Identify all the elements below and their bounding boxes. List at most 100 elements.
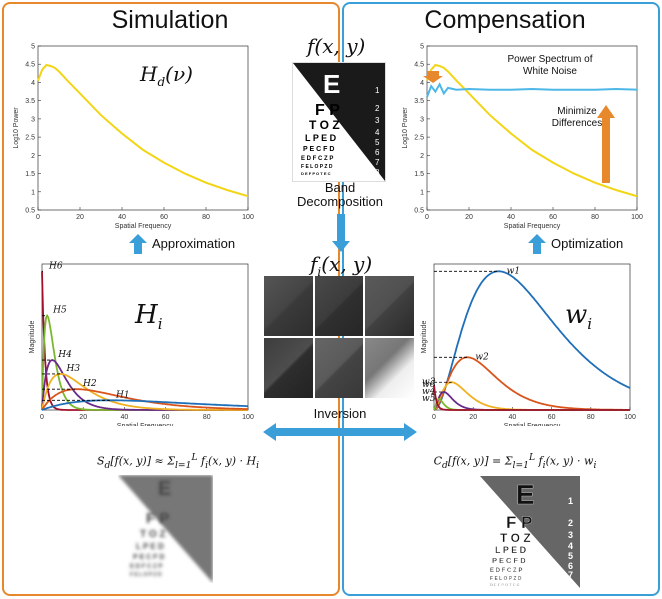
svg-text:P E C F D: P E C F D [492,556,526,565]
y-tick-label: 2.5 [414,135,424,142]
x-tick-label: 80 [591,214,599,221]
filter-curve-w2 [433,356,630,411]
svg-text:3: 3 [568,530,573,540]
svg-text:2: 2 [375,104,380,113]
series-line-1 [426,82,638,98]
wi-label: wi [565,300,593,334]
x-tick-label: 100 [624,414,636,421]
y-axis-label: Magnitude [29,321,36,354]
x-tick-label: 80 [587,414,595,421]
svg-text:E: E [516,479,535,510]
down-arrow-icon [332,214,350,252]
svg-text:F E L O P Z D: F E L O P Z D [301,164,333,170]
series-line-0 [426,63,638,198]
x-axis-label: Spatial Frequency [115,223,172,230]
svg-text:F P: F P [315,102,340,119]
minimize-label-2: Differences [551,118,603,129]
band-image-5 [314,338,364,398]
y-axis-label: Log10 Power [13,107,20,149]
series-label-w1: w1 [507,266,520,276]
orange-down-arrow-icon [423,71,443,83]
svg-text:P E C F D: P E C F D [303,146,334,153]
f-label: f(x, y) [307,34,366,58]
plot-frame [37,45,249,211]
x-tick-label: 40 [121,414,129,421]
filter-curve-w1 [433,270,631,411]
band-image-3 [365,276,414,336]
svg-text:D E F P O T E C: D E F P O T E C [301,171,331,176]
decomposition-label: Decomposition [297,194,383,209]
x-axis-label: Spatial Frequency [117,423,174,426]
power-spectrum-label-2: White Noise [523,66,577,77]
x-tick-label: 0 [432,414,436,421]
y-tick-label: 5 [420,44,424,51]
y-axis-label: Magnitude [421,321,428,354]
x-tick-label: 60 [162,414,170,421]
x-tick-label: 0 [425,214,429,221]
series-label-w3: w3 [422,377,436,387]
x-axis-label: Spatial Frequency [504,423,561,426]
compensation-title: Compensation [424,6,586,34]
y-tick-label: 4 [420,80,424,87]
svg-text:6: 6 [568,561,573,571]
x-tick-label: 40 [507,214,515,221]
power-spectrum-label-1: Power Spectrum of [507,54,593,65]
y-tick-label: 4.5 [414,62,424,69]
x-tick-label: 40 [509,414,517,421]
svg-text:F P: F P [146,510,169,527]
compensated-chart-svg: E F P T O Z L P E D P E C F D E D F C Z … [480,476,580,588]
simulation-title: Simulation [111,6,229,34]
y-tick-label: 0.5 [414,208,424,215]
svg-text:8: 8 [375,168,380,177]
svg-text:7: 7 [568,570,573,580]
inversion-label: Inversion [313,406,367,421]
svg-text:L P E D: L P E D [136,542,164,551]
svg-text:F P: F P [506,513,532,532]
svg-text:E: E [323,69,340,99]
filter-curve-h3 [41,372,248,411]
simulated-chart-svg: E F P T O Z L P E D P E C F D E D F C Z … [118,475,213,583]
svg-text:3: 3 [375,116,380,125]
original-eye-chart: E F P T O Z L P E D P E C F D E D F C Z … [292,62,386,182]
original-chart-svg: E F P T O Z L P E D P E C F D E D F C Z … [293,63,385,181]
svg-text:F E L O P Z D: F E L O P Z D [130,572,162,578]
x-tick-label: 40 [118,214,126,221]
filter-curve-w6 [433,384,630,411]
y-tick-label: 0.5 [25,208,35,215]
y-tick-label: 2 [31,153,35,160]
svg-text:4: 4 [568,541,573,551]
simulated-eye-chart: E F P T O Z L P E D P E C F D E D F C Z … [118,475,213,583]
fi-label: fi(x, y) [310,252,373,279]
x-tick-label: 0 [40,414,44,421]
series-label-w5: w5 [422,394,436,404]
y-tick-label: 1 [420,189,424,196]
y-tick-label: 2.5 [25,135,35,142]
svg-text:L P E D: L P E D [305,133,337,143]
up-arrow-icon [129,234,147,254]
y-tick-label: 1.5 [25,171,35,178]
svg-text:6: 6 [375,148,380,157]
series-line-0 [37,63,249,198]
x-axis-label: Spatial Frequency [504,223,561,230]
svg-text:5: 5 [568,551,573,561]
svg-text:1: 1 [375,86,380,95]
compensation-formula: Cd[f(x, y)] = Σl=1L fi(x, y) · wi [433,452,597,471]
x-tick-label: 20 [79,414,87,421]
svg-text:2: 2 [568,518,573,528]
svg-text:1: 1 [568,496,573,506]
series-label-h1: H1 [115,390,130,400]
orange-up-arrow-icon [597,105,615,183]
x-tick-label: 100 [242,214,254,221]
svg-text:D E F P O T E C: D E F P O T E C [490,582,520,587]
x-tick-label: 100 [631,214,643,221]
y-tick-label: 1 [31,189,35,196]
y-tick-label: 3 [420,116,424,123]
x-tick-label: 0 [36,214,40,221]
svg-text:E: E [158,478,171,500]
hi-label: Hi [135,300,163,334]
svg-text:E D F C Z P: E D F C Z P [130,564,162,570]
series-label-w4: w4 [422,387,436,397]
